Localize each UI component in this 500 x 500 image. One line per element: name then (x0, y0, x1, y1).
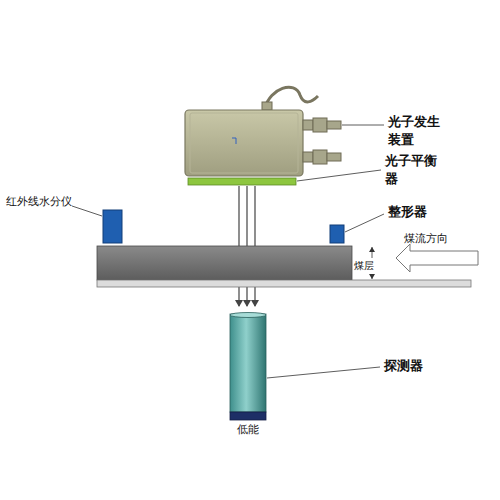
flow-arrow (396, 244, 478, 272)
photon-balancer (188, 178, 296, 185)
part-label: 红外线水分仪 (6, 195, 96, 210)
detector: 低能 (222, 312, 274, 437)
photon-generator (185, 87, 341, 176)
part-label: 光子平衡器 (385, 152, 445, 187)
direction-label: 煤流方向 (404, 232, 474, 247)
leader-line (72, 125, 384, 378)
moisture-meter (103, 210, 122, 243)
coal-layer (97, 246, 352, 280)
energy-label: 低能 (222, 422, 274, 437)
part-label: 探测器 (384, 357, 454, 375)
part-label: 光子发生装置 (388, 113, 448, 148)
part-label: 整形器 (388, 203, 458, 221)
detector-cylinder (222, 312, 274, 422)
conveyor-belt (97, 280, 471, 287)
shaper (330, 225, 344, 243)
dimension-label: 煤层 (353, 259, 375, 273)
